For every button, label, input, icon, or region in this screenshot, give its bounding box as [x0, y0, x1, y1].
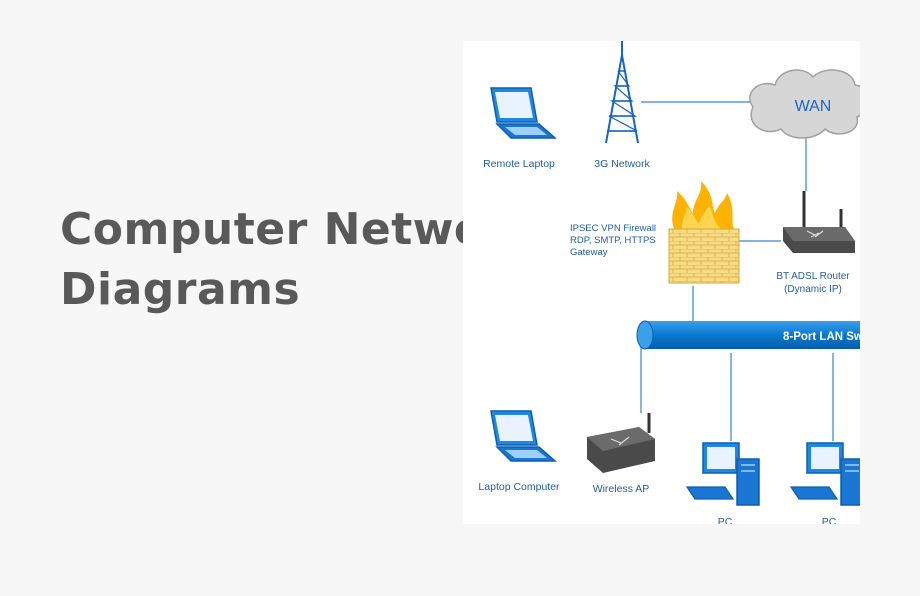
label-laptop-computer: Laptop Computer: [478, 481, 560, 493]
cloud-icon: [749, 69, 860, 139]
switch-icon: 8-Port LAN Switch: [636, 320, 860, 350]
network-diagram-canvas: Remote Laptop 3G Network WAN IPSEC VPN F…: [478, 41, 860, 524]
label-firewall-line-2: RDP, SMTP, HTTPS: [570, 235, 656, 246]
wireless-ap-icon: [587, 413, 655, 473]
firewall-icon: [668, 181, 740, 284]
label-router-line-1: BT ADSL Router: [776, 271, 850, 282]
laptop-icon: [490, 410, 557, 462]
label-pc-2: PC: [822, 516, 837, 524]
label-firewall-line-1: IPSEC VPN Firewall: [570, 223, 656, 234]
label-wan: WAN: [795, 98, 832, 115]
label-remote-laptop: Remote Laptop: [483, 158, 555, 170]
label-router-line-2: (Dynamic IP): [784, 284, 842, 295]
label-wireless-ap: Wireless AP: [593, 483, 650, 495]
label-firewall-line-3: Gateway: [570, 247, 608, 258]
router-icon: [783, 191, 855, 253]
pc-icon: [685, 442, 760, 506]
pc-icon: [789, 442, 860, 506]
laptop-icon: [490, 87, 557, 139]
tower-icon: [605, 41, 639, 144]
headline-line-2: Diagrams: [60, 264, 301, 315]
label-3g-network: 3G Network: [594, 158, 650, 170]
headline-line-1: Computer Network: [60, 204, 537, 255]
page-headline: Computer Network Diagrams: [60, 200, 540, 320]
label-lan-switch: 8-Port LAN Switch: [783, 331, 860, 343]
network-diagram: Remote Laptop 3G Network WAN IPSEC VPN F…: [463, 41, 860, 524]
label-pc-1: PC: [718, 516, 733, 524]
